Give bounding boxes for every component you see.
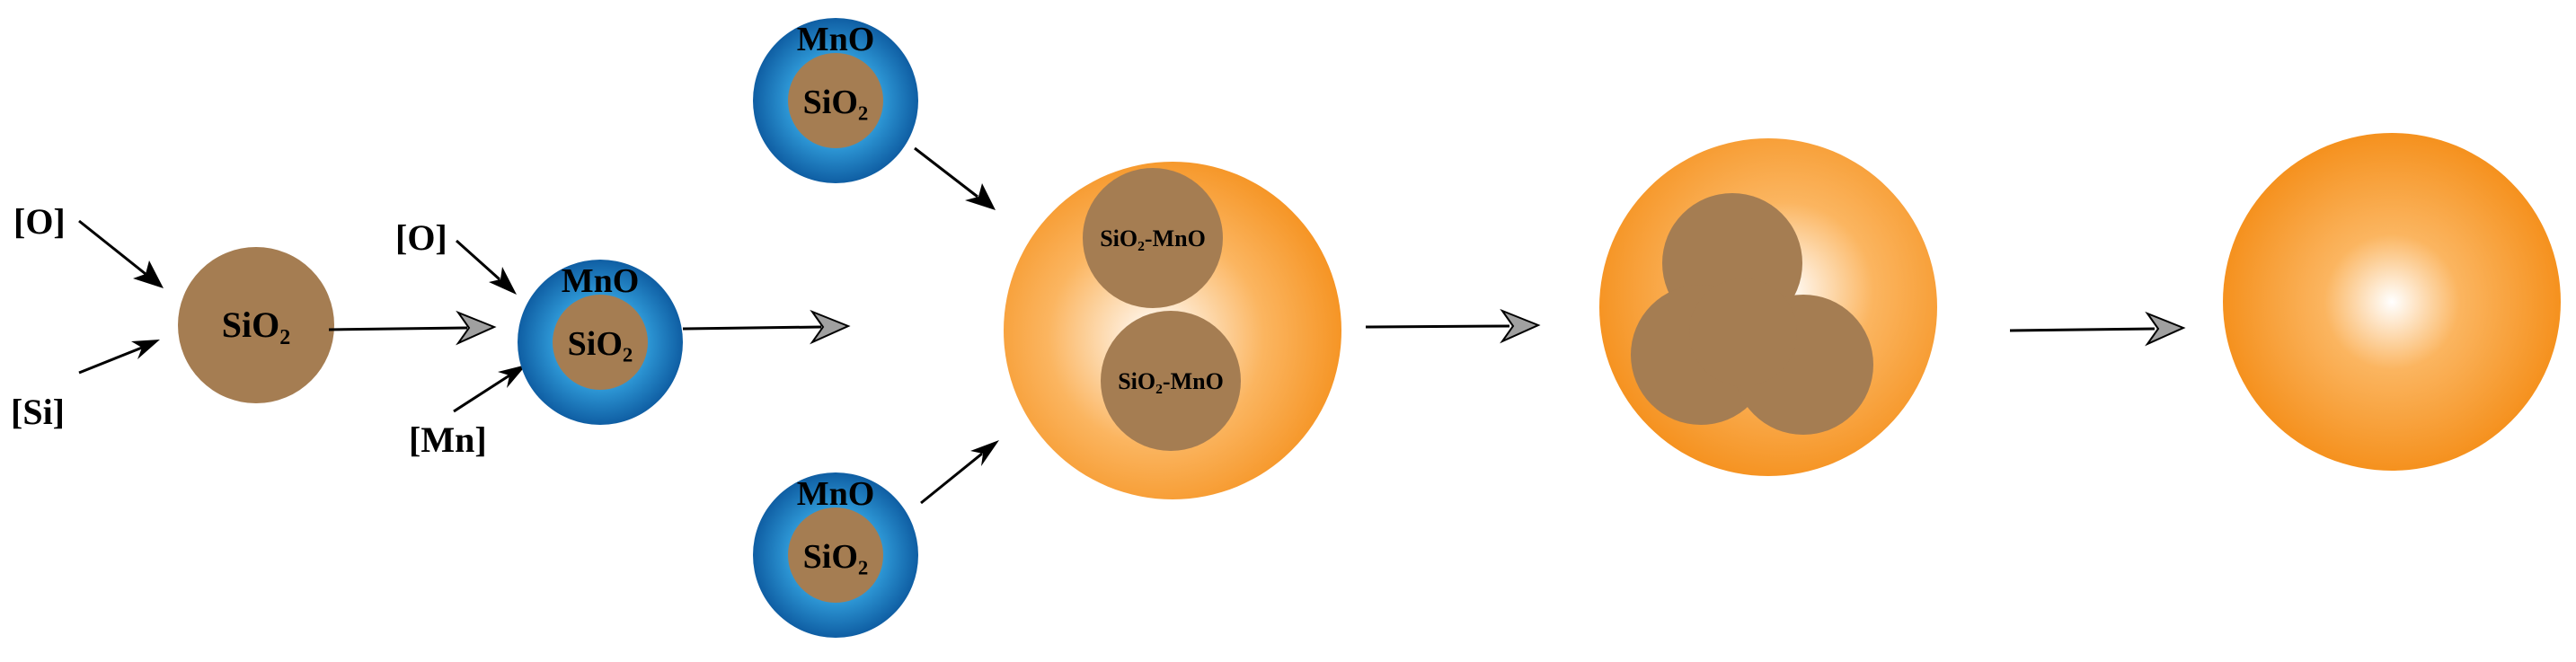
- stage-1: [O] [Si] SiO₂: [11, 201, 334, 432]
- sio2-core: [788, 53, 883, 148]
- reagent-mn-label: [Mn]: [409, 419, 487, 460]
- mno-label: MnO: [797, 21, 875, 58]
- sio2-mno-label: SiO₂-MnO: [1100, 225, 1206, 252]
- inclusion-particle: [1083, 168, 1223, 308]
- reagent-o-label: [O]: [395, 217, 447, 258]
- stage-4: SiO₂-MnO SiO₂-MnO: [1004, 162, 1341, 499]
- process-arrow-icon: [328, 310, 497, 346]
- uniform-inclusion-icon: [2223, 133, 2561, 471]
- reagent-si-label: [Si]: [11, 392, 65, 432]
- sio2-label: SiO₂: [803, 538, 869, 576]
- process-arrow-icon: [1365, 308, 1541, 344]
- reagent-o-label: [O]: [13, 201, 66, 242]
- coated-particle-bottom: MnO SiO₂: [753, 472, 918, 638]
- sio2-core: [553, 295, 648, 390]
- process-arrow-icon: [682, 309, 851, 345]
- stage-5: [1599, 138, 1937, 476]
- coated-particle-top: MnO SiO₂: [753, 18, 918, 183]
- arrow-icon: [78, 219, 164, 288]
- process-arrow-icon: [2009, 311, 2186, 347]
- sio2-label: SiO₂: [568, 325, 633, 363]
- sio2-label: SiO₂: [803, 84, 869, 121]
- stage-6: [2223, 133, 2561, 471]
- sio2-mno-label: SiO₂-MnO: [1118, 368, 1224, 394]
- arrow-icon: [920, 440, 999, 505]
- inclusion-particle: [1101, 311, 1241, 451]
- mno-label: MnO: [562, 262, 640, 300]
- merged-inclusion-icon: [1631, 193, 1873, 435]
- arrow-icon: [453, 365, 527, 413]
- sio2-particle: [178, 247, 334, 403]
- stage-3: MnO SiO₂ MnO SiO₂: [753, 18, 999, 638]
- arrow-icon: [78, 340, 160, 375]
- sio2-core: [788, 508, 883, 603]
- sio2-label: SiO₂: [222, 305, 290, 345]
- mno-label: MnO: [797, 475, 875, 513]
- stage-2: [O] [Mn] MnO SiO₂: [395, 217, 683, 460]
- arrow-icon: [914, 146, 996, 210]
- arrow-icon: [455, 239, 517, 295]
